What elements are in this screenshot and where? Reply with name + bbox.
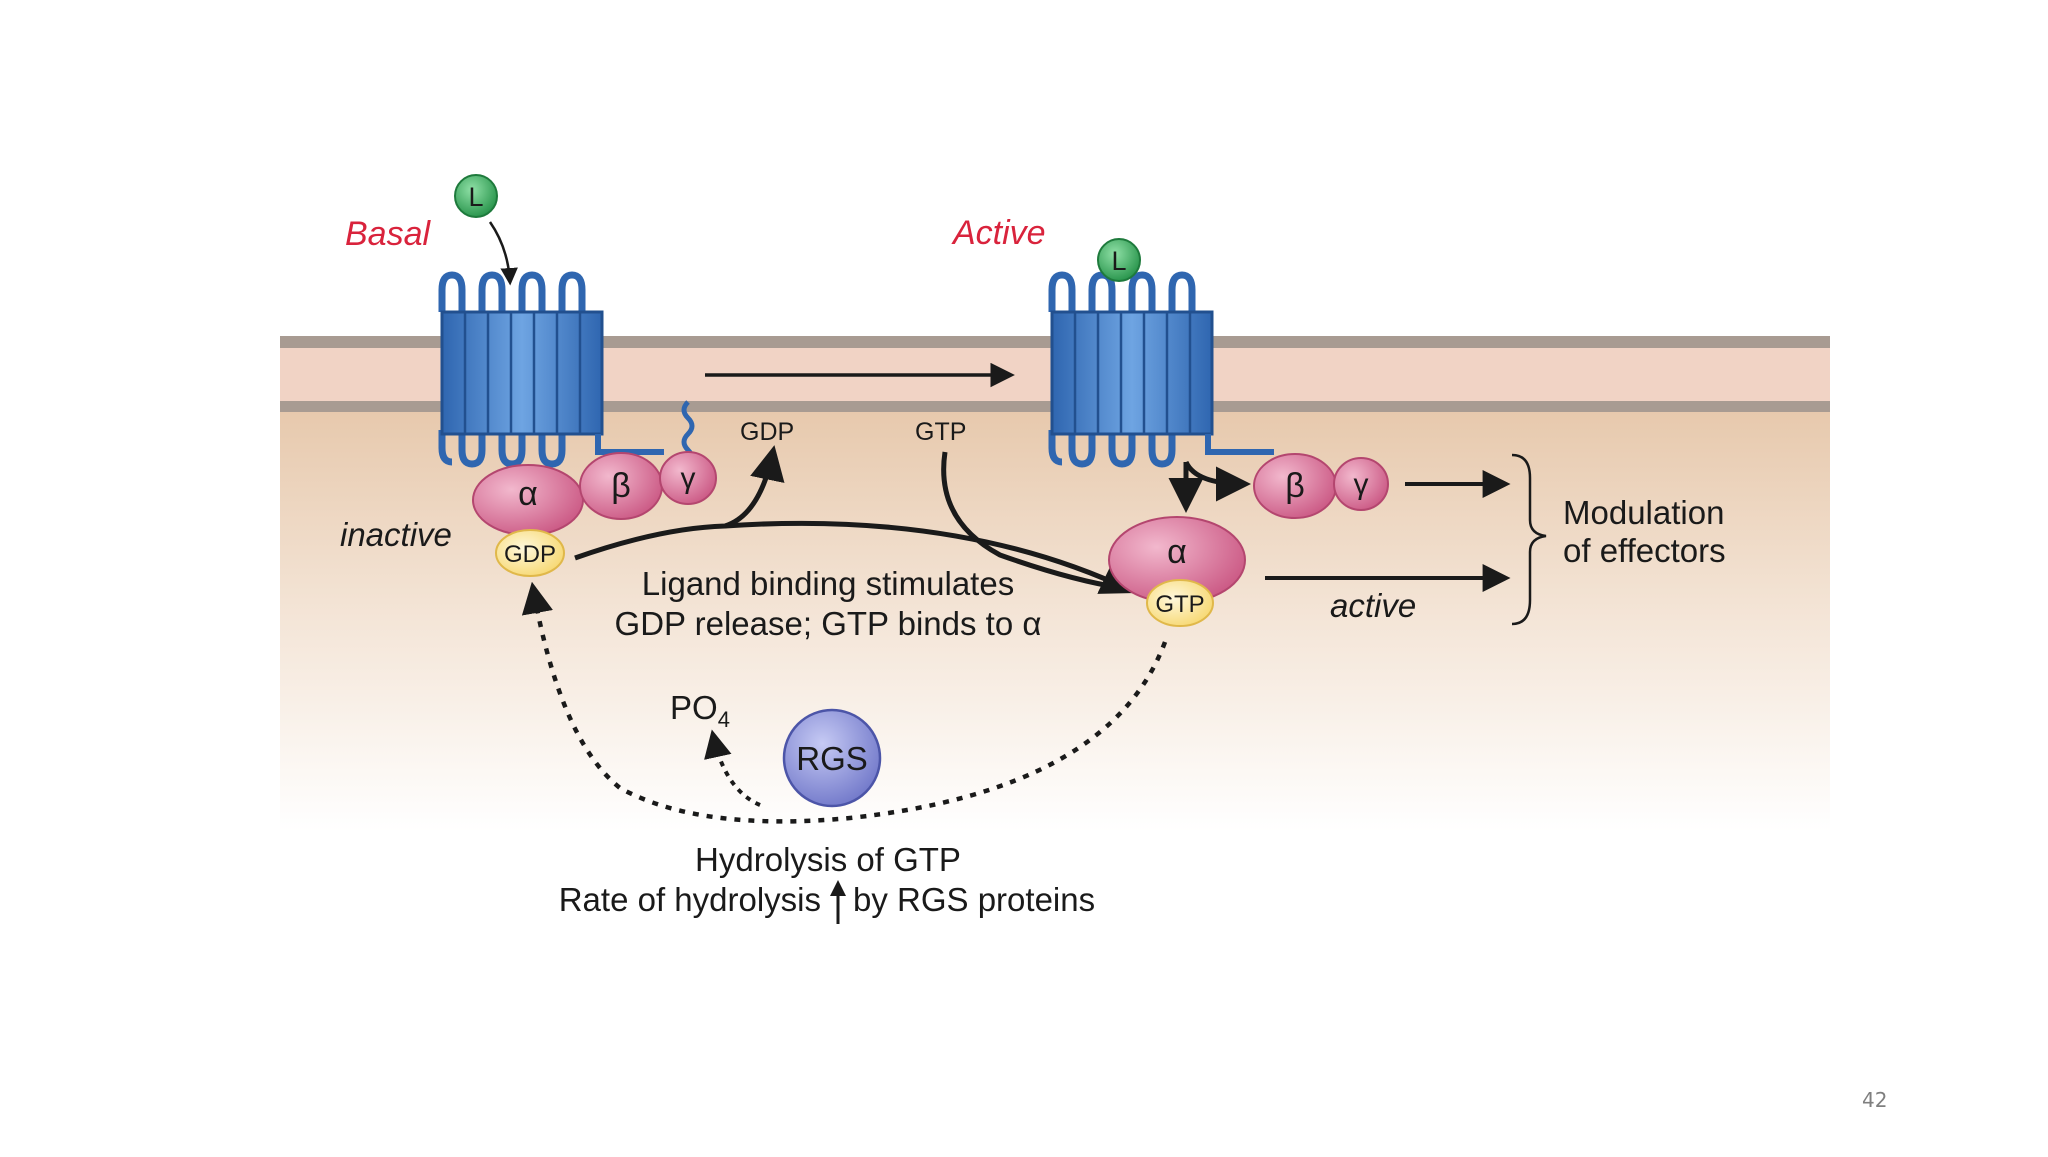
active-gamma-label: γ bbox=[1354, 468, 1369, 501]
active-gtp-label: GTP bbox=[1155, 591, 1204, 618]
basal-gdp-label: GDP bbox=[504, 541, 556, 568]
bound-ligand: L bbox=[1097, 238, 1141, 282]
free-ligand: L bbox=[454, 174, 498, 218]
phosphate-label: PO4 bbox=[670, 689, 730, 732]
active-beta-label: β bbox=[1285, 467, 1305, 505]
bound-ligand-label: L bbox=[1111, 246, 1126, 276]
active-alpha-subunit: α bbox=[1108, 516, 1246, 604]
phosphate-subscript: 4 bbox=[718, 707, 730, 732]
basal-beta-label: β bbox=[611, 467, 631, 505]
basal-alpha-subunit: α bbox=[472, 464, 584, 536]
basal-label: Basal bbox=[345, 215, 431, 253]
hydrolysis-line1: Hydrolysis of GTP bbox=[695, 841, 961, 878]
basal-gamma-subunit: γ bbox=[659, 451, 717, 505]
gdp-release-arrow bbox=[574, 445, 785, 561]
ligand-binding-arrow bbox=[488, 221, 518, 286]
gtp-enter-label: GTP bbox=[915, 418, 966, 446]
hydrolysis-line2b: by RGS proteins bbox=[853, 881, 1095, 918]
basal-receptor bbox=[438, 271, 664, 468]
inactive-label: inactive bbox=[340, 516, 452, 553]
active-alpha-label-text: active bbox=[1330, 587, 1416, 624]
dissociation-arrow-right bbox=[1183, 460, 1251, 502]
hydrolysis-line2a: Rate of hydrolysis bbox=[559, 881, 821, 918]
phosphate-text: PO bbox=[670, 689, 718, 726]
active-alpha-label: α bbox=[1167, 533, 1187, 571]
gtp-binding-arrow bbox=[941, 451, 1123, 591]
basal-gamma-label: γ bbox=[681, 462, 696, 495]
increase-up-arrow bbox=[830, 880, 846, 924]
free-ligand-label: L bbox=[468, 182, 483, 212]
page-number: 42 bbox=[1862, 1088, 1888, 1112]
active-state-label: Active bbox=[951, 214, 1046, 252]
active-gtp-molecule: GTP bbox=[1146, 579, 1214, 627]
active-receptor bbox=[1048, 271, 1274, 468]
ligand-caption-line2: GDP release; GTP binds to α bbox=[615, 605, 1042, 642]
alpha-translocation-arrow bbox=[724, 520, 1137, 594]
basal-alpha-label: α bbox=[518, 475, 538, 513]
ligand-caption-line1: Ligand binding stimulates bbox=[642, 565, 1014, 602]
modulation-line1: Modulation bbox=[1563, 494, 1724, 531]
basal-beta-subunit: β bbox=[579, 452, 663, 520]
active-gamma-subunit: γ bbox=[1333, 457, 1389, 511]
modulation-line2: of effectors bbox=[1563, 532, 1726, 569]
rgs-protein: RGS bbox=[782, 708, 882, 808]
basal-gdp-molecule: GDP bbox=[495, 529, 565, 577]
effector-brace bbox=[1511, 453, 1547, 626]
rgs-label: RGS bbox=[796, 740, 868, 777]
active-beta-subunit: β bbox=[1253, 453, 1337, 519]
gdp-release-label: GDP bbox=[740, 418, 794, 446]
